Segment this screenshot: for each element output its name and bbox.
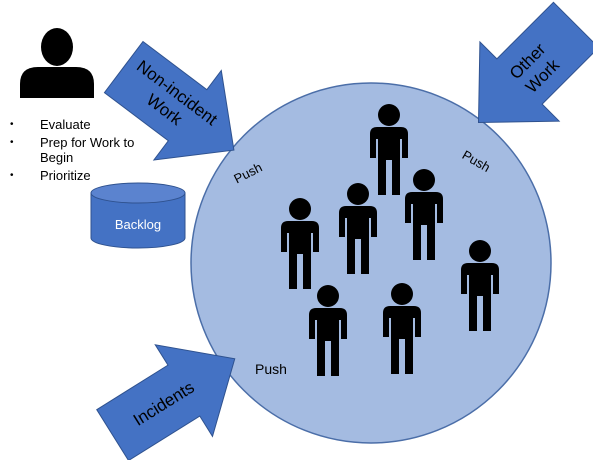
backlog-label: Backlog: [115, 217, 161, 232]
task-item: Evaluate: [10, 117, 160, 133]
prioritizer-task-list: Evaluate Prep for Work to Begin Prioriti…: [10, 117, 160, 185]
task-item: Prioritize: [10, 168, 160, 184]
task-item: Prep for Work to Begin: [10, 135, 160, 166]
push-label-bottom: Push: [255, 361, 287, 377]
prioritizer-person-icon: [20, 28, 94, 98]
workload-circle: [190, 82, 552, 444]
backlog-cylinder: Backlog: [90, 182, 186, 249]
other-work-arrow: Other Work: [477, 1, 593, 124]
non-incident-work-arrow: Non-incident Work: [103, 40, 235, 161]
incidents-arrow: Incidents: [96, 344, 236, 460]
